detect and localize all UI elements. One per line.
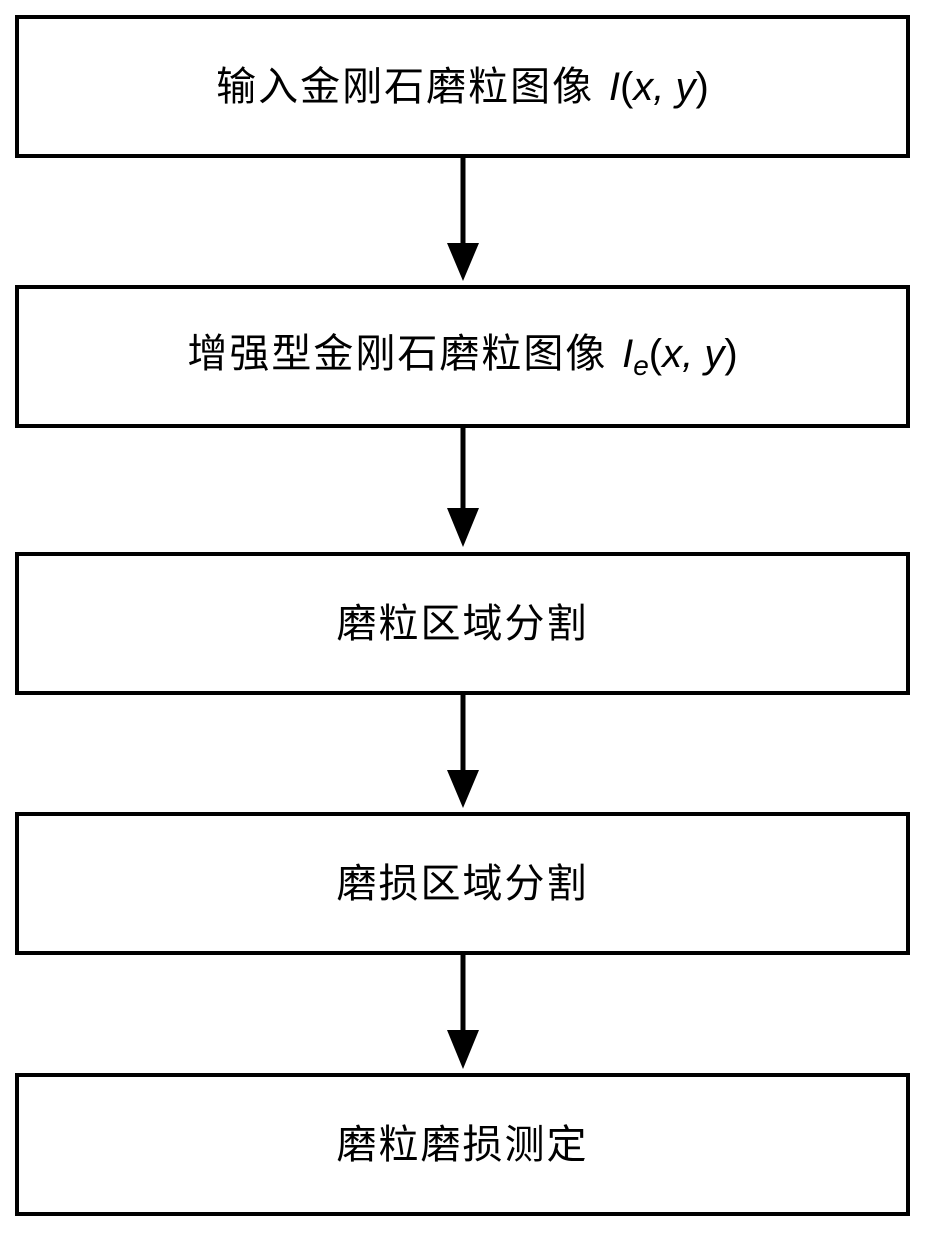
step-2-box: 增强型金刚石磨粒图像 Ie(x, y) — [15, 285, 910, 428]
step-2-label: 增强型金刚石磨粒图像 Ie(x, y) — [187, 330, 738, 381]
step-1-label: 输入金刚石磨粒图像 I(x, y) — [216, 63, 709, 110]
step-3-label: 磨粒区域分割 — [336, 600, 589, 647]
step-4-box: 磨损区域分割 — [15, 812, 910, 955]
step-4-label: 磨损区域分割 — [336, 860, 589, 907]
arrow-1-2 — [447, 158, 479, 281]
arrow-3-4 — [447, 695, 479, 808]
arrow-2-3 — [447, 428, 479, 547]
step-3-box: 磨粒区域分割 — [15, 552, 910, 695]
step-5-label: 磨粒磨损测定 — [336, 1121, 589, 1168]
step-5-box: 磨粒磨损测定 — [15, 1073, 910, 1216]
step-1-box: 输入金刚石磨粒图像 I(x, y) — [15, 15, 910, 158]
arrow-4-5 — [447, 955, 479, 1069]
